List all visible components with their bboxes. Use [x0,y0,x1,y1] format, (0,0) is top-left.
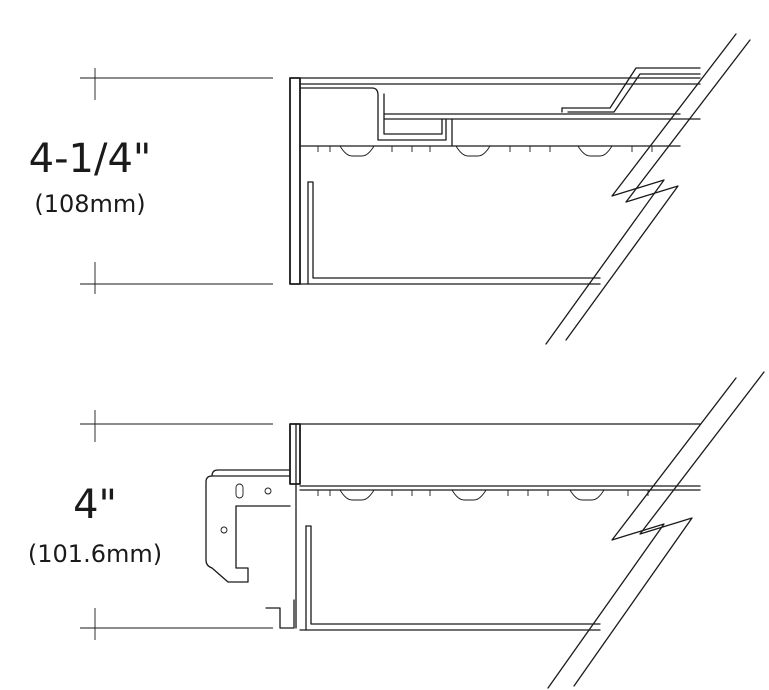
top-break-line [545,33,737,345]
bottom-height-label: 4" [73,482,117,528]
bottom-break-line [547,377,737,689]
top-profile: 4-1/4" (108mm) [29,33,751,345]
top-dimension-lines [80,68,273,294]
bottom-metric-label: (101.6mm) [28,540,162,568]
top-height-label: 4-1/4" [29,136,152,182]
top-metric-label: (108mm) [34,190,145,218]
mounting-bracket [205,469,295,629]
bottom-housing [289,423,701,631]
bottom-dimension-lines [80,410,273,640]
bottom-profile: 4" (101.6mm) [28,371,765,689]
top-housing [289,67,701,285]
